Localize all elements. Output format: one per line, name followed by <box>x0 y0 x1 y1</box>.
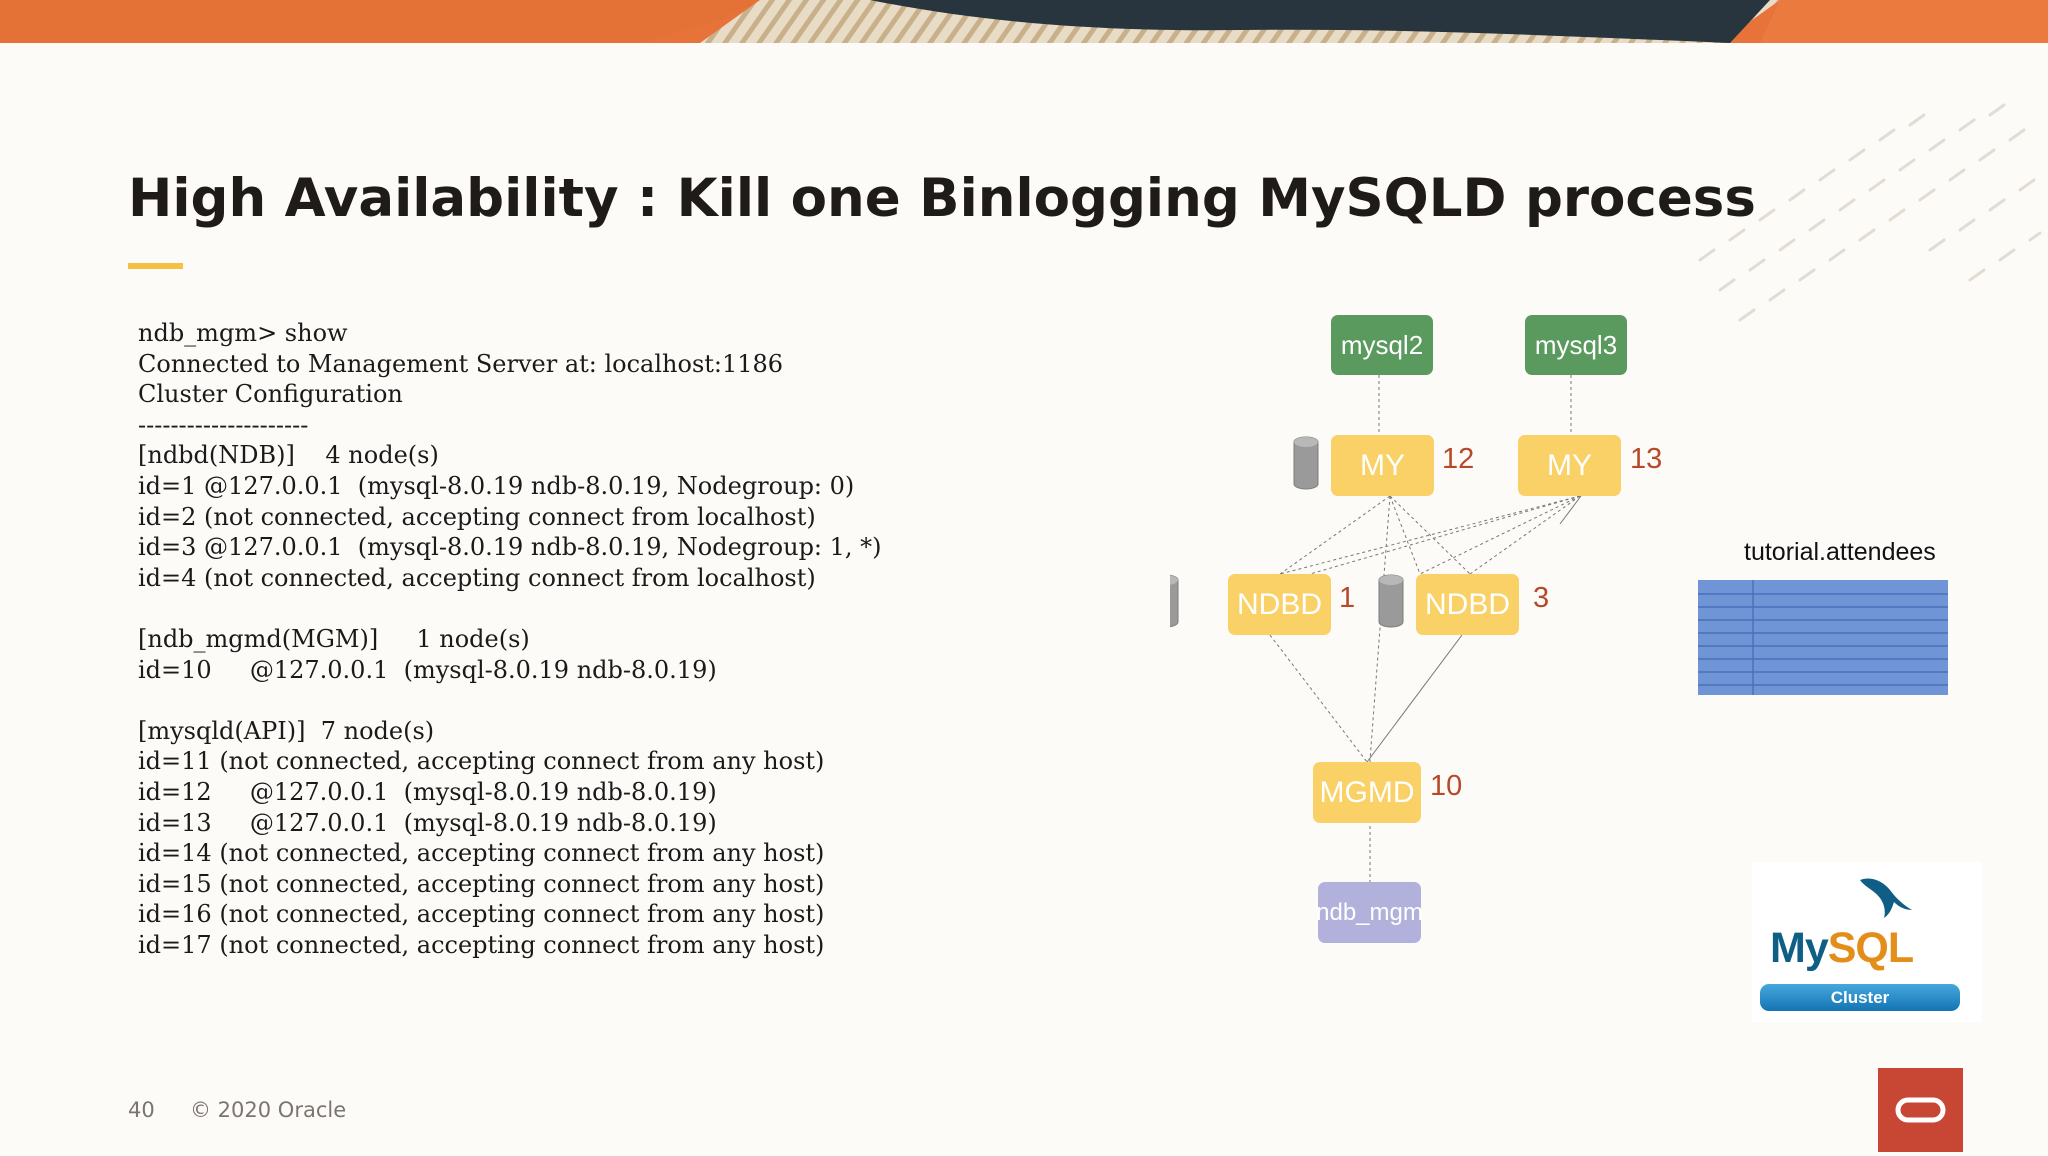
terminal-line: id=14 (not connected, accepting connect … <box>138 839 825 868</box>
table-grid-icon <box>1698 580 1948 695</box>
terminal-line: Cluster Configuration <box>138 380 403 409</box>
terminal-line: id=11 (not connected, accepting connect … <box>138 747 825 776</box>
terminal-line: ndb_mgm> show <box>138 319 348 347</box>
data-node-3-id: 3 <box>1533 582 1550 614</box>
page-number: 40 <box>128 1098 155 1122</box>
terminal-line: id=3 @127.0.0.1 (mysql-8.0.19 ndb-8.0.19… <box>138 533 882 562</box>
terminal-line: id=2 (not connected, accepting connect f… <box>138 502 816 531</box>
terminal-line: id=13 @127.0.0.1 (mysql-8.0.19 ndb-8.0.1… <box>138 808 717 837</box>
top-banner <box>0 0 2048 43</box>
terminal-line: id=12 @127.0.0.1 (mysql-8.0.19 ndb-8.0.1… <box>138 777 717 806</box>
mysql-cluster-logo: MySQL Cluster <box>1752 862 1982 1022</box>
slide-title: High Availability : Kill one Binlogging … <box>128 168 1756 229</box>
dolphin-icon <box>1860 878 1912 918</box>
sql-node-12-id: 12 <box>1442 443 1475 475</box>
oracle-logo <box>1878 1068 1963 1152</box>
diagram-connectors <box>1170 375 1582 882</box>
feather-decoration <box>1698 103 2042 322</box>
terminal-line: id=1 @127.0.0.1 (mysql-8.0.19 ndb-8.0.19… <box>138 471 855 500</box>
terminal-line: --------------------- <box>138 410 309 439</box>
terminal-line <box>138 593 882 624</box>
management-node-id: 10 <box>1430 770 1463 802</box>
cluster-badge: Cluster <box>1760 984 1960 1011</box>
mysql-wordmark: MySQL <box>1770 924 1914 973</box>
cluster-diagram: mysql2 mysql3 MY 12 MY 13 NDBD 1 NDBD 3 … <box>1170 300 1690 960</box>
terminal-line: id=15 (not connected, accepting connect … <box>138 869 825 898</box>
sql-node-13: MY <box>1518 435 1621 496</box>
terminal-line: [mysqld(API)] 7 node(s) <box>138 716 435 745</box>
terminal-line <box>138 685 882 716</box>
terminal-line: [ndbd(NDB)] 4 node(s) <box>138 441 439 470</box>
terminal-line: id=4 (not connected, accepting connect f… <box>138 563 816 592</box>
ndb-mgm-client-node: ndb_mgm <box>1316 882 1423 943</box>
data-node-3: NDBD <box>1416 574 1519 635</box>
table-label: tutorial.attendees <box>1744 538 1936 566</box>
terminal-line: Connected to Management Server at: local… <box>138 349 784 378</box>
sql-node-13-id: 13 <box>1630 443 1663 475</box>
data-node-1: NDBD <box>1228 574 1331 635</box>
terminal-line: id=10 @127.0.0.1 (mysql-8.0.19 ndb-8.0.1… <box>138 655 717 684</box>
terminal-line: [ndb_mgmd(MGM)] 1 node(s) <box>138 624 530 653</box>
mysql-wordmark-sql: SQL <box>1827 924 1914 972</box>
sql-node-12: MY <box>1331 435 1434 496</box>
client-node-mysql2: mysql2 <box>1331 315 1433 375</box>
copyright-text: © 2020 Oracle <box>190 1098 347 1122</box>
client-node-mysql3: mysql3 <box>1525 315 1627 375</box>
mysql-wordmark-my: My <box>1770 924 1829 972</box>
data-node-1-id: 1 <box>1339 582 1356 614</box>
oracle-ring-icon <box>1895 1097 1946 1123</box>
title-accent-bar <box>128 263 183 269</box>
management-node: MGMD <box>1313 762 1421 823</box>
terminal-line: id=16 (not connected, accepting connect … <box>138 900 825 929</box>
terminal-line: id=17 (not connected, accepting connect … <box>138 930 825 959</box>
